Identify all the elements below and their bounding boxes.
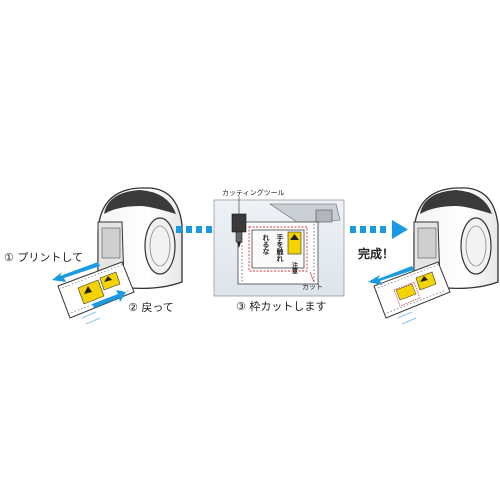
printed-strip-left xyxy=(57,261,135,319)
motion-lines-right xyxy=(397,311,417,325)
cutting-panel xyxy=(213,196,345,297)
step1-label: ① プリントして xyxy=(4,251,84,264)
output-arrow-right xyxy=(368,266,414,285)
return-arrow xyxy=(92,290,126,308)
cutting-tool-label: カッティングツール xyxy=(222,189,285,197)
label-text-line-1: 注意 xyxy=(291,261,298,275)
cut-label: カット xyxy=(302,283,323,291)
dotted-arrow-2 xyxy=(350,220,408,239)
step2-label: ② 戻って xyxy=(128,301,174,314)
dotted-arrow-1 xyxy=(176,226,212,233)
motion-lines xyxy=(81,311,101,325)
done-label: 完成！ xyxy=(358,247,395,261)
cut-strip-right xyxy=(373,261,451,319)
label-text-line-2: 手を触れ xyxy=(276,233,285,262)
print-out-arrow xyxy=(52,262,100,282)
step3-label: ③ 枠カットします xyxy=(236,300,327,313)
label-text-line-3: れるな xyxy=(262,234,270,256)
